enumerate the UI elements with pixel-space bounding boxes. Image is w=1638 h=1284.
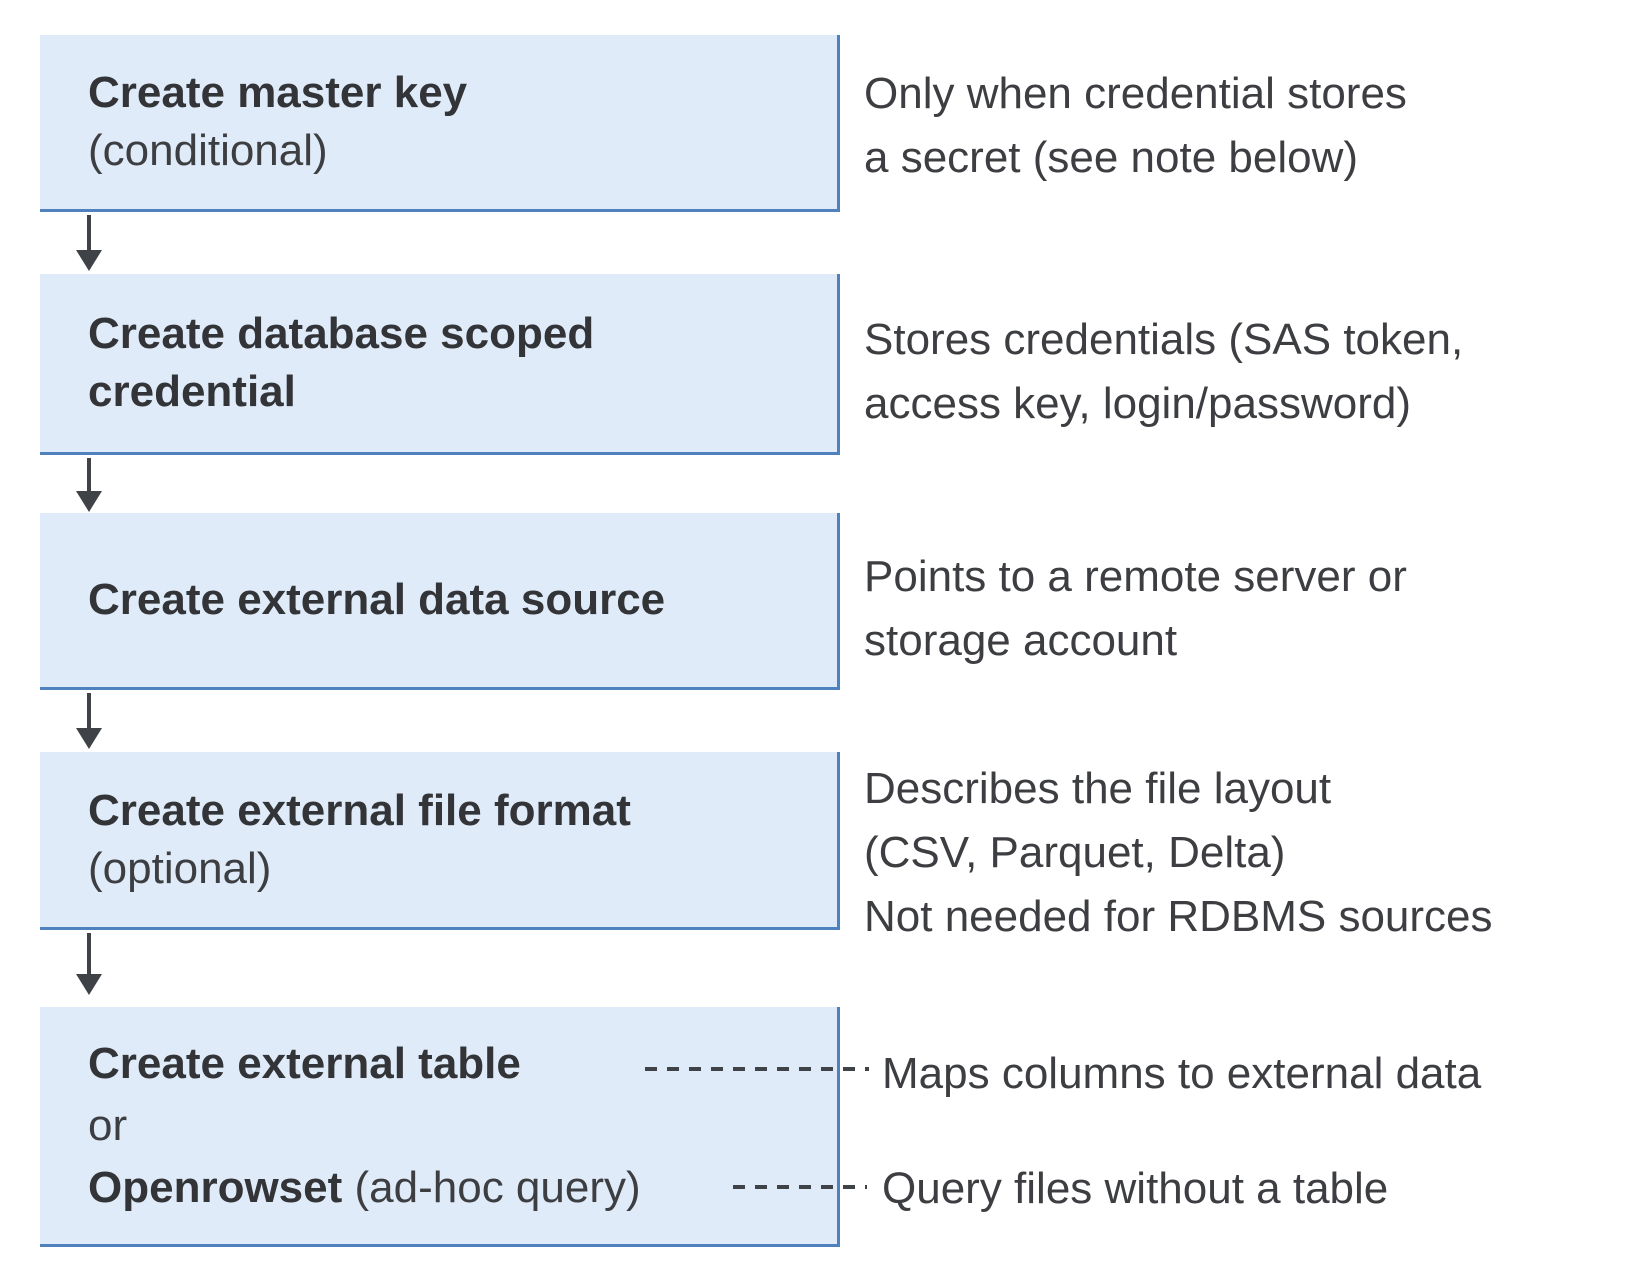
note-line: Stores credentials (SAS token, bbox=[864, 315, 1464, 364]
box-or-word: or bbox=[88, 1100, 128, 1150]
note-line: storage account bbox=[864, 616, 1178, 665]
note-line: Describes the file layout bbox=[864, 764, 1332, 813]
note-line: a secret (see note below) bbox=[864, 133, 1359, 182]
dashed-connector-openrowset bbox=[733, 1185, 867, 1189]
box-subtitle: (conditional) bbox=[88, 126, 328, 175]
note-line: access key, login/password) bbox=[864, 379, 1411, 428]
note-master-key: Only when credential stores a secret (se… bbox=[864, 62, 1407, 190]
flow-box-create-database-scoped-credential: Create database scoped credential bbox=[40, 274, 840, 455]
arrow-head bbox=[76, 491, 102, 512]
arrow-down-icon bbox=[75, 933, 103, 995]
note-external-table: Maps columns to external data bbox=[882, 1049, 1482, 1098]
arrow-down-icon bbox=[75, 215, 103, 271]
box-title: Create external data source bbox=[88, 575, 666, 624]
note-line: (CSV, Parquet, Delta) bbox=[864, 828, 1286, 877]
note-external-file-format: Describes the file layout (CSV, Parquet,… bbox=[864, 757, 1493, 949]
arrow-down-icon bbox=[75, 693, 103, 749]
flow-box-create-master-key: Create master key (conditional) bbox=[40, 35, 840, 212]
flow-box-create-external-table-or-openrowset: Create external table or Openrowset (ad-… bbox=[40, 1007, 840, 1247]
note-database-scoped-credential: Stores credentials (SAS token, access ke… bbox=[864, 308, 1463, 436]
box-title: Create external table bbox=[88, 1038, 521, 1088]
arrow-shaft bbox=[87, 693, 91, 728]
box-title-rest: (ad-hoc query) bbox=[342, 1162, 641, 1212]
arrow-down-icon bbox=[75, 458, 103, 512]
arrow-shaft bbox=[87, 215, 91, 250]
flow-box-create-external-file-format: Create external file format (optional) bbox=[40, 752, 840, 930]
box-subtitle: (optional) bbox=[88, 843, 272, 893]
note-line: Points to a remote server or bbox=[864, 552, 1407, 601]
arrow-shaft bbox=[87, 458, 91, 491]
box-title: Openrowset (ad-hoc query) bbox=[88, 1157, 817, 1219]
arrow-head bbox=[76, 250, 102, 271]
box-title: credential bbox=[88, 367, 296, 416]
box-title-bold: Openrowset bbox=[88, 1162, 343, 1212]
note-line: Only when credential stores bbox=[864, 69, 1407, 118]
box-title: Create database scoped bbox=[88, 309, 595, 358]
flow-box-create-external-data-source: Create external data source bbox=[40, 513, 840, 690]
arrow-shaft bbox=[87, 933, 91, 974]
arrow-head bbox=[76, 974, 102, 995]
box-title: Create master key bbox=[88, 68, 468, 117]
box-title: Create external file format bbox=[88, 785, 631, 835]
arrow-head bbox=[76, 728, 102, 749]
dashed-connector-external-table bbox=[645, 1067, 869, 1071]
note-openrowset: Query files without a table bbox=[882, 1164, 1389, 1213]
note-external-data-source: Points to a remote server or storage acc… bbox=[864, 545, 1407, 673]
note-line: Not needed for RDBMS sources bbox=[864, 892, 1493, 941]
